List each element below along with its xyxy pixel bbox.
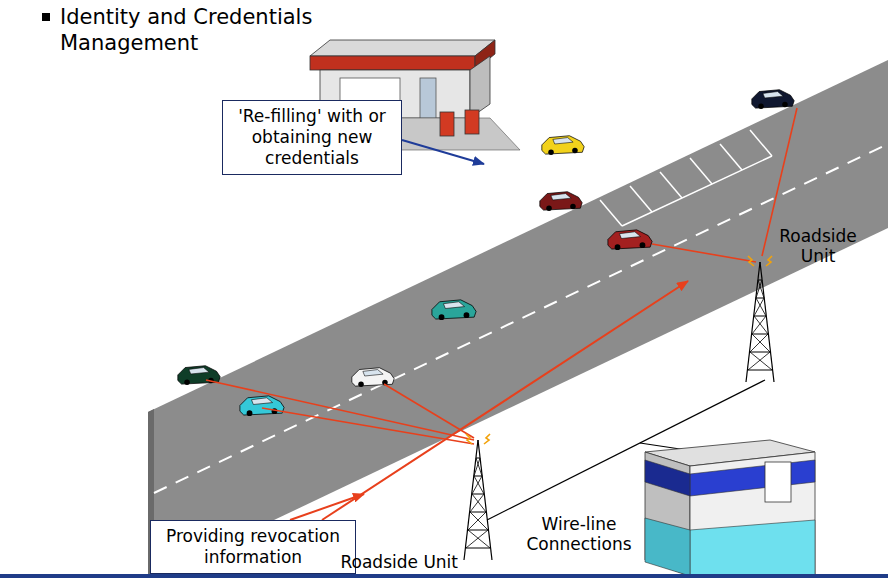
- cars: [178, 90, 794, 416]
- road: [148, 60, 888, 578]
- callout-box: Providing revocation information: [150, 520, 356, 574]
- label-text: Roadside Unit: [779, 226, 857, 266]
- heading-text: Identity and Credentials Management: [40, 4, 340, 56]
- footer-bar: [0, 574, 888, 578]
- callout-arrows: [290, 140, 688, 520]
- box-text: 'Re-filling' with or obtaining new crede…: [231, 106, 393, 169]
- bullet-square: [42, 13, 50, 21]
- box-text: Providing revocation information: [159, 526, 347, 568]
- label-text: Wire-line Connections: [526, 514, 631, 554]
- tower-label: Roadside Unit: [770, 226, 866, 266]
- label-text: Roadside Unit: [341, 552, 459, 572]
- slide-heading: Identity and Credentials Management: [40, 4, 340, 56]
- tower-label: Wire-line Connections: [520, 514, 638, 554]
- tower-label: Roadside Unit: [341, 552, 459, 572]
- callout-box: 'Re-filling' with or obtaining new crede…: [222, 100, 402, 175]
- operations-building: [645, 440, 815, 576]
